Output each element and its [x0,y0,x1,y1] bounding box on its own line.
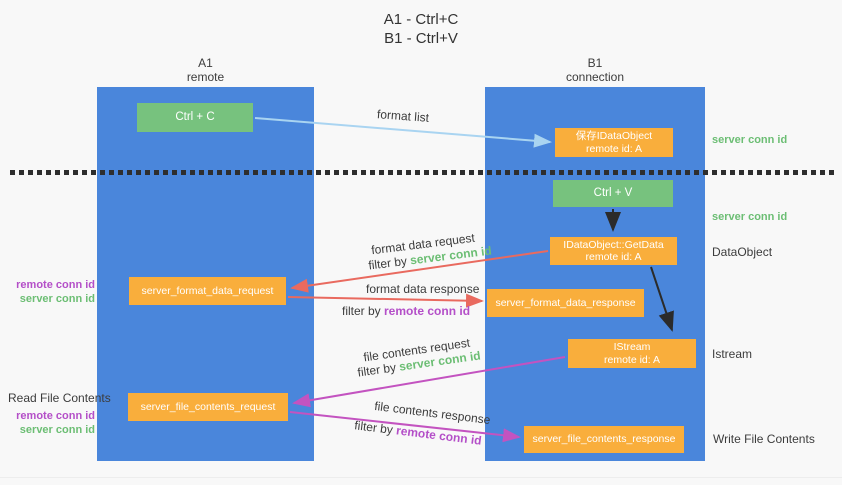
node-file-request-label: server_file_contents_request [140,400,276,413]
read-file-contents-label: Read File Contents [8,391,111,405]
node-istream: IStream remote id: A [568,339,696,368]
lifeline-b1-name: B1 [587,56,603,70]
title-line-2: B1 - Ctrl+V [384,30,458,47]
left-conn-id-pair-1: remote conn id server conn id [10,278,95,306]
remote-conn-id-text: remote conn id [395,423,483,448]
node-getdata-line1: IDataObject::GetData [563,238,664,251]
lifeline-header-b1: B1 connection [485,56,705,84]
node-save-idataobject-line2: remote id: A [585,142,643,155]
node-getdata-line2: remote id: A [585,251,642,263]
node-server-file-contents-response: server_file_contents_response [524,426,684,453]
filter-by-text: filter by [356,359,401,380]
node-istream-line1: IStream [613,341,651,353]
lifeline-a1-role: remote [186,70,225,84]
bottom-divider-line [0,477,842,478]
filter-by-text: filter by [342,304,385,318]
node-ctrl-c: Ctrl + C [137,103,253,132]
node-server-format-data-response: server_format_data_response [487,289,644,317]
left-server-conn-id-1: server conn id [19,293,95,305]
left-server-conn-id-2: server conn id [19,424,95,436]
lifeline-b1-role: connection [565,70,625,84]
right-server-conn-id-top: server conn id [712,134,788,146]
istream-label: Istream [712,347,753,361]
node-server-file-contents-request: server_file_contents_request [128,393,288,421]
diagram-title: A1 - Ctrl+C B1 - Ctrl+V [0,10,842,48]
flow-label-format-data-response: format data response [366,282,480,296]
lifeline-a1-name: A1 [198,56,213,70]
arrow-format-data-response [287,293,484,308]
machine-boundary-dotted-line [10,170,838,175]
lifeline-header-a1: A1 remote [97,56,314,84]
remote-conn-id-text: remote conn id [384,304,471,318]
node-format-request-label: server_format_data_request [141,284,274,297]
node-save-idataobject: 保存IDataObject remote id: A [555,128,673,157]
node-ctrl-v-label: Ctrl + V [593,187,633,200]
filter-by-text: filter by [353,418,398,438]
dataobject-label: DataObject [712,245,773,259]
node-server-format-data-request: server_format_data_request [129,277,286,305]
left-remote-conn-id-2: remote conn id [16,410,95,422]
node-ctrl-c-label: Ctrl + C [175,111,215,124]
left-conn-id-pair-2: remote conn id server conn id [10,409,95,437]
write-file-contents-label: Write File Contents [713,432,815,446]
title-line-1: A1 - Ctrl+C [383,11,459,28]
node-istream-line2: remote id: A [603,353,661,366]
node-format-response-label: server_format_data_response [495,296,636,309]
left-remote-conn-id-1: remote conn id [16,279,95,291]
flow-label-filter-by-remote-conn-id-1: filter by remote conn id [342,304,470,318]
right-server-conn-id-mid: server conn id [712,211,788,223]
flow-label-format-list: format list [376,107,430,125]
node-idataobject-getdata: IDataObject::GetData remote id: A [550,237,677,265]
node-ctrl-v: Ctrl + V [553,180,673,207]
node-file-response-label: server_file_contents_response [532,433,676,446]
node-save-idataobject-line1: 保存IDataObject [575,130,653,142]
